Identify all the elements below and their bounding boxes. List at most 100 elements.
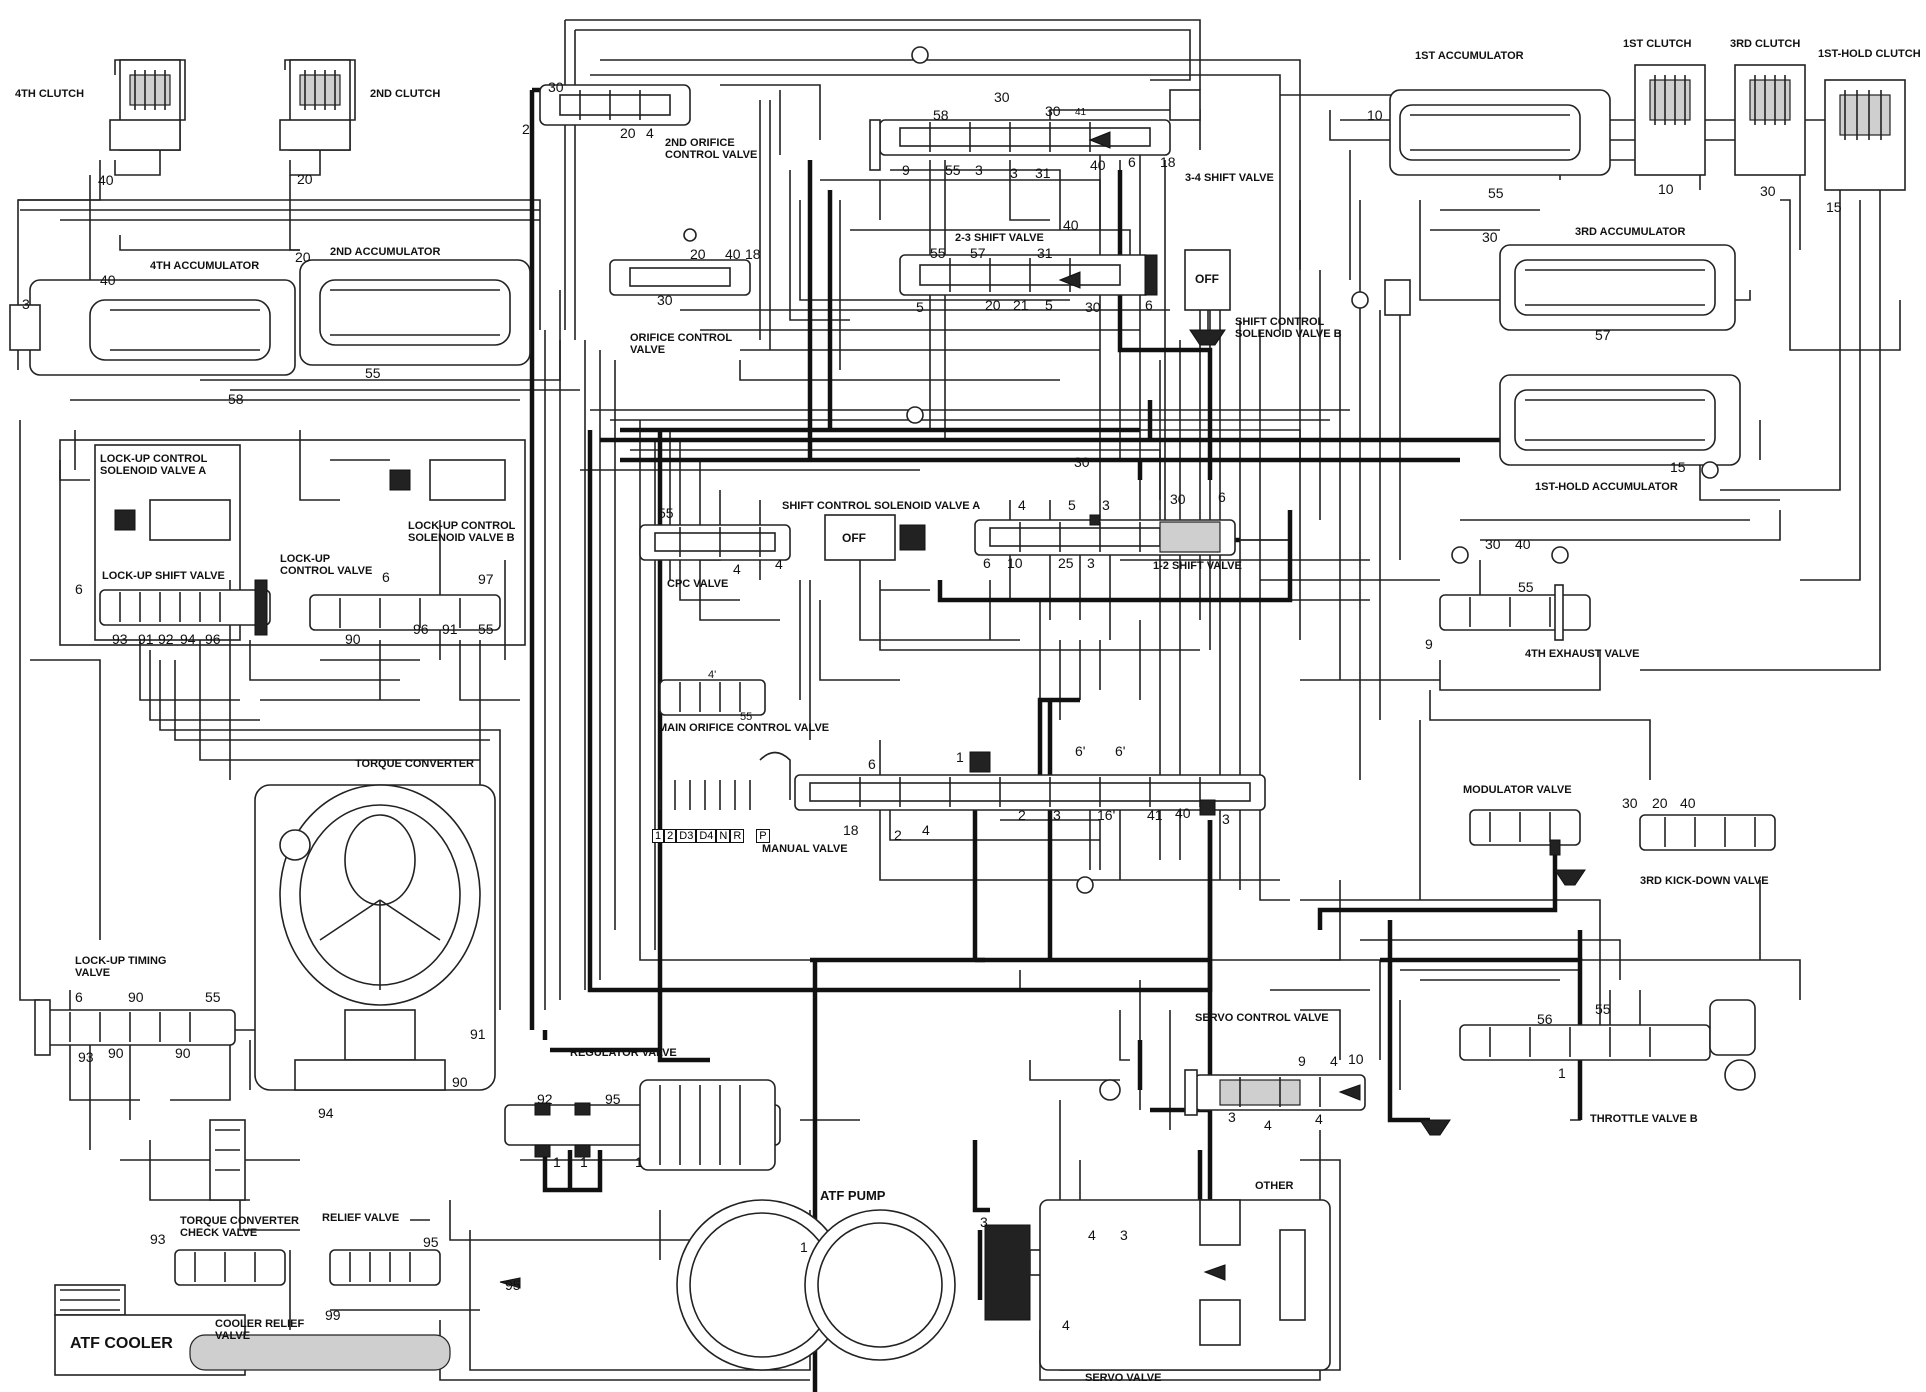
port-number: 94	[318, 1105, 334, 1121]
atf-pump-body	[676, 1199, 956, 1371]
port-number: 1	[553, 1154, 561, 1170]
port-number: 20	[690, 246, 706, 262]
port-number: 3	[1120, 1227, 1128, 1243]
fluid-lines	[17, 19, 1901, 1381]
label-cooler-relief: COOLER RELIEF VALVE	[215, 1318, 305, 1342]
servo-valve-body	[984, 1199, 1331, 1371]
port-number: 41	[1075, 107, 1087, 118]
port-number: 10	[1367, 107, 1383, 123]
port-number: 30	[994, 89, 1010, 105]
label-modulator-valve: MODULATOR VALVE	[1463, 784, 1572, 796]
port-number: 55	[945, 162, 961, 178]
port-number: 40	[1680, 795, 1696, 811]
throttle-b-body	[1419, 999, 1756, 1136]
label-lockup-shift: LOCK-UP SHIFT VALVE	[102, 570, 225, 582]
port-number: 30	[548, 79, 564, 95]
lower-left-valves	[54, 1119, 521, 1376]
label-2nd-clutch: 2ND CLUTCH	[370, 88, 441, 100]
port-number: 6	[868, 756, 876, 772]
port-number: 4	[775, 556, 783, 572]
check-balls	[906, 279, 1569, 894]
port-number: 4	[1088, 1227, 1096, 1243]
third-clutch	[1734, 64, 1806, 176]
label-lockup-solenoid-a: LOCK-UP CONTROL SOLENOID VALVE A	[100, 453, 208, 477]
solenoid-b-state: OFF	[1195, 272, 1219, 286]
gear-n: N	[716, 829, 731, 843]
port-number: 92	[158, 631, 174, 647]
label-1st-hold-accumulator: 1ST-HOLD ACCUMULATOR	[1535, 481, 1678, 493]
gear-d3: D3	[676, 829, 697, 843]
second-accumulator	[299, 259, 531, 366]
label-lockup-timing: LOCK-UP TIMING VALVE	[75, 955, 167, 979]
port-number: 55	[365, 365, 381, 381]
label-atf-cooler: ATF COOLER	[70, 1335, 173, 1352]
port-number: 1	[635, 1154, 643, 1170]
orifice-control-valve-body	[609, 228, 751, 296]
port-number: 9	[1425, 636, 1433, 652]
port-number: 5	[916, 299, 924, 315]
shift-34-body	[869, 89, 1201, 171]
port-number: 15	[1826, 199, 1842, 215]
label-shift-34: 3-4 SHIFT VALVE	[1185, 172, 1274, 184]
modulator-valve-body	[1469, 809, 1586, 886]
label-4th-clutch: 4TH CLUTCH	[15, 88, 85, 100]
fourth-accumulator	[9, 279, 296, 376]
label-4th-exhaust: 4TH EXHAUST VALVE	[1525, 648, 1640, 660]
port-number: 90	[345, 631, 361, 647]
port-number: 91	[470, 1026, 486, 1042]
first-accumulator	[1389, 89, 1611, 176]
port-number: 57	[970, 245, 986, 261]
port-number: 6'	[1115, 743, 1126, 759]
port-number: 18	[843, 822, 859, 838]
port-number: 6	[75, 581, 83, 597]
port-number: 93	[150, 1231, 166, 1247]
port-number: 93	[78, 1049, 94, 1065]
label-shift-12: 1-2 SHIFT VALVE	[1153, 560, 1242, 572]
port-number: 30	[1170, 491, 1186, 507]
port-number: 58	[228, 391, 244, 407]
port-number: 30	[1045, 103, 1061, 119]
fourth-clutch	[109, 59, 181, 151]
gear-1: 1	[652, 829, 665, 843]
port-number: 4	[1062, 1317, 1070, 1333]
port-number: 9	[902, 162, 910, 178]
port-number: 40	[1515, 536, 1531, 552]
servo-control-body	[1099, 1069, 1366, 1116]
port-number: 95	[605, 1091, 621, 1107]
port-number: 57	[1595, 327, 1611, 343]
port-number: 40	[1063, 217, 1079, 233]
port-number: 1	[580, 1154, 588, 1170]
port-number: 55	[205, 989, 221, 1005]
port-number: 4'	[708, 669, 717, 681]
port-number: 55	[658, 505, 674, 521]
port-number: 3	[22, 296, 30, 312]
port-number: 40	[98, 172, 114, 188]
third-accumulator	[1499, 244, 1736, 331]
port-number: 3	[1087, 555, 1095, 571]
label-3rd-accumulator: 3RD ACCUMULATOR	[1575, 226, 1686, 238]
lockup-timing-body	[34, 999, 236, 1056]
shift-solenoid-a-body	[824, 514, 926, 561]
label-shift-solenoid-b: SHIFT CONTROL SOLENOID VALVE B	[1235, 316, 1342, 340]
label-1st-hold-clutch: 1ST-HOLD CLUTCH	[1818, 48, 1921, 60]
port-number: 90	[452, 1074, 468, 1090]
label-orifice-control-valve: ORIFICE CONTROL VALVE	[630, 332, 732, 356]
port-number: 3	[980, 1214, 988, 1230]
label-cpc-valve: CPC VALVE	[667, 578, 729, 590]
port-number: 90	[108, 1045, 124, 1061]
port-number: 3	[1010, 165, 1018, 181]
main-orifice-control-body	[659, 679, 766, 716]
port-number: 10	[1348, 1051, 1364, 1067]
port-number: 25	[1058, 555, 1074, 571]
port-number: 4	[1018, 497, 1026, 513]
port-number: 21	[1013, 297, 1029, 313]
label-3rd-kickdown: 3RD KICK-DOWN VALVE	[1640, 875, 1769, 887]
shift-solenoid-b-body	[1184, 249, 1231, 346]
gear-p: P	[756, 829, 770, 843]
first-hold-accumulator	[1499, 374, 1741, 479]
gear-2: 2	[664, 829, 677, 843]
port-number: 4	[922, 822, 930, 838]
port-number: 93	[112, 631, 128, 647]
label-3rd-clutch: 3RD CLUTCH	[1730, 38, 1801, 50]
port-number: 30	[1485, 536, 1501, 552]
